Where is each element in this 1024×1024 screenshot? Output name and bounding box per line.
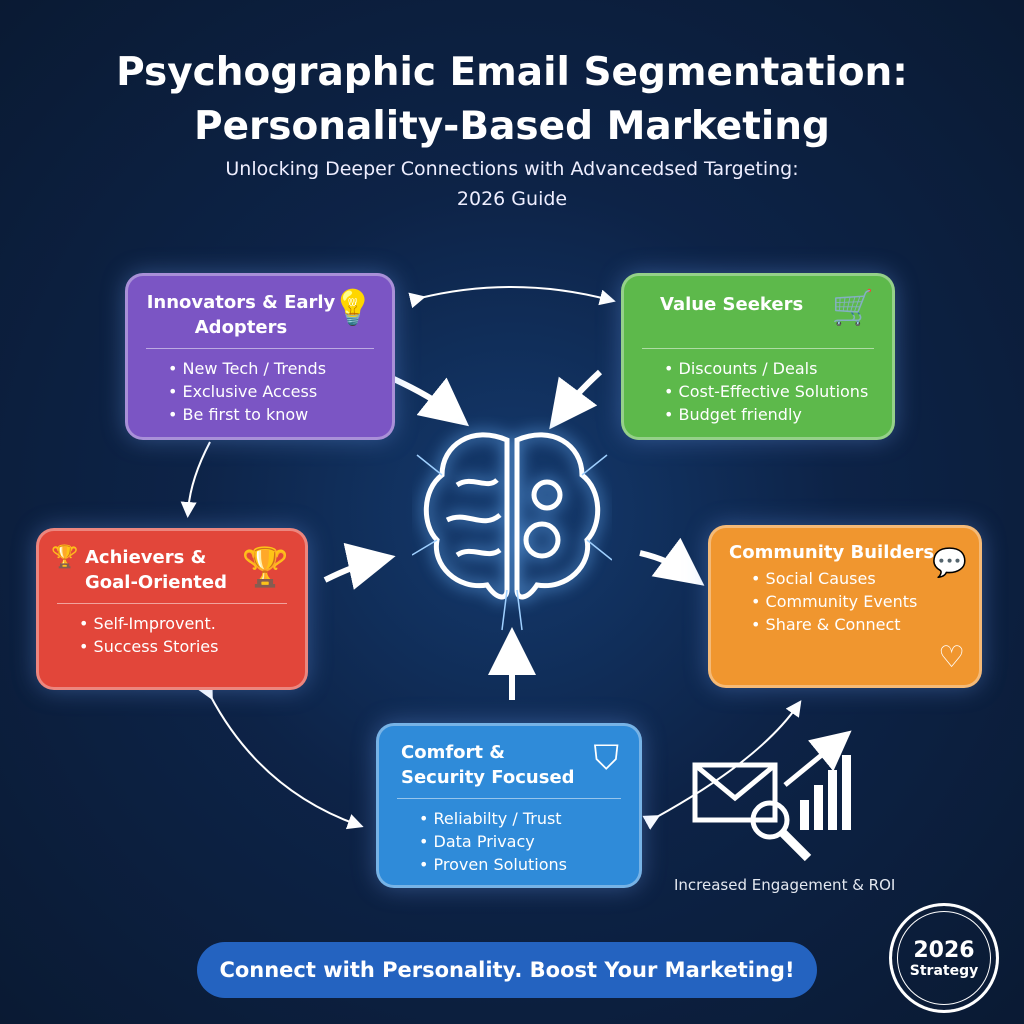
brain-icon — [412, 432, 612, 631]
segment-card-comfort-security: Comfort &Security Focused ⛉ Reliabilty /… — [376, 723, 642, 888]
trophy-icon: 🏆 — [241, 545, 289, 589]
segment-card-achievers: Achievers &Goal-Oriented 🏆 🏆 Self-Improv… — [36, 528, 308, 690]
chat-bubbles-icon: 💬 — [932, 546, 967, 579]
segment-card-community-builders: Community Builders 💬 Social CausesCommun… — [708, 525, 982, 688]
email-growth-icon — [692, 730, 852, 862]
subtitle: Unlocking Deeper Connections with Advanc… — [225, 158, 799, 210]
segment-card-value-seekers: Value Seekers 🛒 Discounts / DealsCost-Ef… — [621, 273, 895, 440]
page-title: Psychographic Email Segmentation:Persona… — [116, 50, 908, 149]
trophy-icon: 🏆 — [51, 545, 79, 570]
cart-dollar-icon: 🛒 — [831, 288, 874, 328]
cta-banner: Connect with Personality. Boost Your Mar… — [197, 942, 817, 998]
lightbulb-icon: 💡 — [331, 288, 374, 328]
strategy-badge: 2026 Strategy — [889, 903, 999, 1013]
roi-label: Increased Engagement & ROI — [674, 876, 896, 894]
people-heart-icon: ♡ — [938, 640, 965, 675]
shield-icon: ⛉ — [593, 738, 620, 778]
